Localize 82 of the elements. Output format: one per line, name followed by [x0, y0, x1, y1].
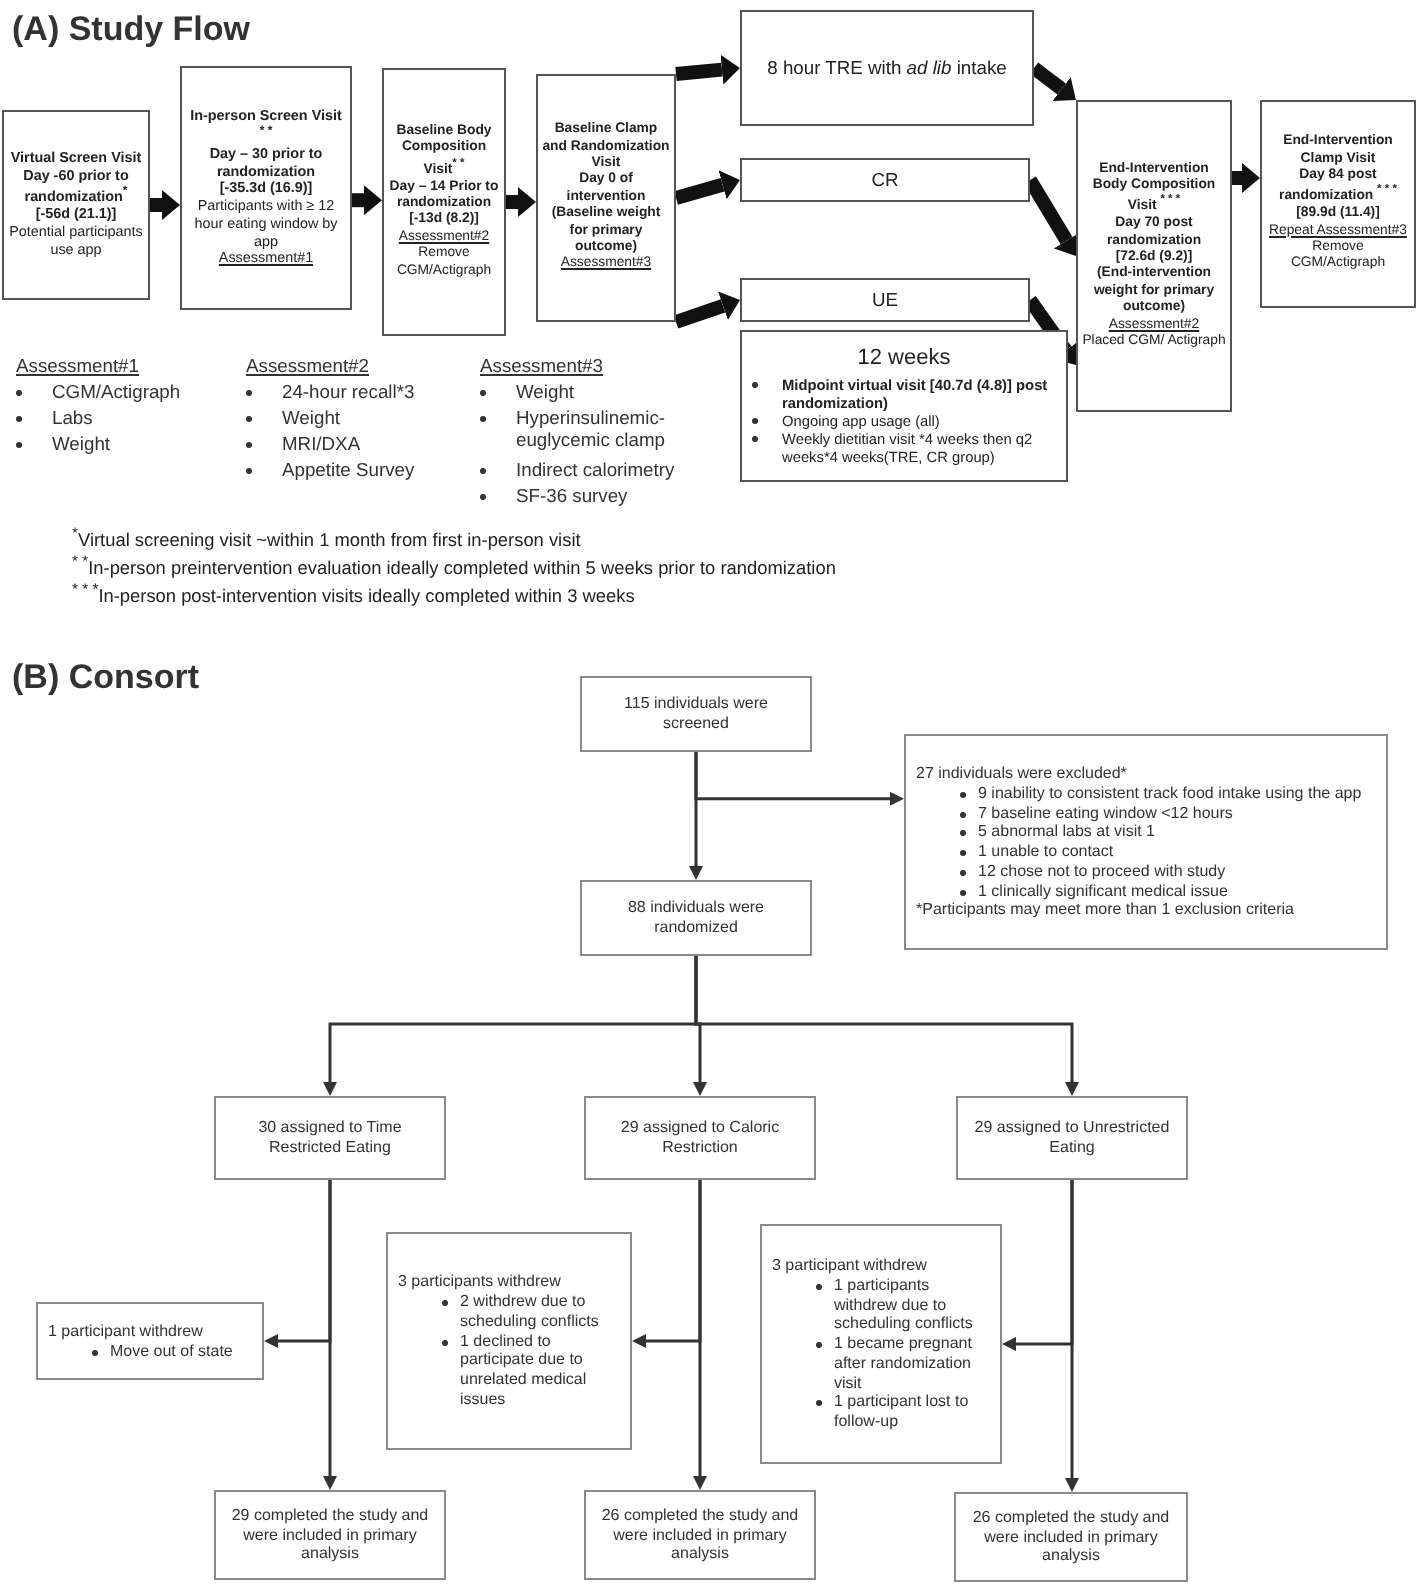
list-item: 1 declined to participate due to unrelated medical issues	[460, 1331, 589, 1410]
block-arrow	[673, 291, 740, 329]
box-text: 3 participants withdrew	[398, 1272, 563, 1293]
list-item: SF-36 survey	[516, 484, 628, 507]
box-text: 29 completed the study and were included in primary analysis	[229, 1505, 431, 1565]
flow-box	[580, 880, 812, 956]
section-heading: (B) Consort	[12, 658, 199, 699]
list-item: 1 participant lost to follow-up	[834, 1392, 971, 1432]
arrow	[694, 752, 904, 806]
list-item: Weight	[52, 432, 111, 455]
box-text: 88 individuals were randomized	[625, 898, 767, 938]
flow-box	[956, 1096, 1188, 1180]
flow-box	[214, 1490, 446, 1580]
stage-box	[740, 158, 1030, 202]
list-item: Weight	[516, 380, 575, 403]
stage-box	[1076, 100, 1232, 412]
box-text: 27 individuals were excluded*	[916, 764, 1129, 784]
box-text: *Participants may meet more than 1 exclusion criteria	[916, 900, 1296, 920]
list-item: 7 baseline eating window <12 hours	[978, 803, 1233, 823]
arrow	[1065, 1180, 1079, 1492]
section-heading: (A) Study Flow	[12, 10, 250, 51]
flow-box	[36, 1302, 264, 1380]
box-text: 1 participant withdrew	[48, 1321, 205, 1341]
list-item: Weight	[282, 406, 341, 429]
flow-box	[386, 1232, 632, 1450]
box-text: 29 assigned to Caloric Restriction	[618, 1118, 782, 1158]
list-item: 1 became pregnant after randomization visit	[834, 1334, 974, 1393]
flow-box	[954, 1492, 1188, 1582]
stage-box	[180, 66, 352, 310]
list-item: 1 unable to contact	[978, 842, 1114, 862]
arrow	[693, 1180, 707, 1490]
list-item: Labs	[52, 406, 93, 429]
box-text: 26 completed the study and were included in primary analysis	[970, 1507, 1172, 1567]
list-heading: Assessment#3	[480, 354, 603, 377]
list-item: Move out of state	[110, 1341, 233, 1361]
box-text: 115 individuals were screened	[622, 694, 770, 734]
list-item: 9 inability to consistent track food intake using the app	[978, 783, 1362, 803]
list-item: 1 clinically significant medical issue	[978, 881, 1228, 901]
list-item: MRI/DXA	[282, 432, 361, 455]
box-text: 8 hour TRE with ad lib intake	[765, 56, 1009, 80]
footnote: $^{* *}$In-person preintervention evaluation ideally completed within 5 weeks prior to randomization	[72, 552, 836, 581]
footnote: $^{* * *}$In-person post-intervention visits ideally completed within 3 weeks	[72, 580, 635, 609]
list-heading: Assessment#2	[246, 354, 369, 377]
block-arrow	[352, 185, 382, 216]
list-item: 24-hour recall*3	[282, 380, 415, 403]
arrow	[694, 956, 1079, 1096]
list-heading: Assessment#1	[16, 354, 139, 377]
flow-box	[214, 1096, 446, 1180]
flow-box	[760, 1224, 1002, 1464]
list-item: Hyperinsulinemic-euglycemic clamp	[516, 406, 668, 452]
box-text: 30 assigned to Time Restricted Eating	[256, 1118, 404, 1158]
list-item: 2 withdrew due to scheduling conflicts	[460, 1292, 601, 1332]
stage-box	[740, 278, 1030, 322]
flow-box	[584, 1490, 816, 1580]
flow-box	[580, 676, 812, 752]
list-item: Indirect calorimetry	[516, 458, 675, 481]
block-arrow	[1232, 163, 1260, 193]
block-arrow	[674, 170, 740, 205]
footnote: $^{*}$Virtual screening visit ~within 1 month from first in-person visit	[72, 524, 581, 553]
list-item: Appetite Survey	[282, 458, 415, 481]
stage-box	[1260, 100, 1416, 308]
list-item: 12 chose not to proceed with study	[978, 861, 1226, 881]
block-arrow	[150, 190, 180, 220]
box-text: 26 completed the study and were included in primary analysis	[599, 1505, 801, 1565]
box-text: 29 assigned to Unrestricted Eating	[972, 1118, 1172, 1158]
block-arrow	[506, 187, 536, 217]
list-item: CGM/Actigraph	[52, 380, 181, 403]
stage-box	[740, 10, 1034, 126]
box-text: UE	[869, 288, 901, 312]
flow-box	[584, 1096, 816, 1180]
stage-box	[536, 74, 676, 322]
box-heading: 12 weeks	[855, 346, 953, 374]
list-item: 1 participants withdrew due to scheduling conflicts	[834, 1275, 975, 1335]
block-arrow	[675, 54, 740, 85]
list-item: 5 abnormal labs at visit 1	[978, 822, 1155, 842]
flow-box	[904, 734, 1388, 950]
stage-box	[382, 68, 506, 336]
box-text: CR	[869, 168, 901, 192]
box-text: 3 participant withdrew	[772, 1256, 929, 1276]
stage-box	[740, 330, 1068, 482]
stage-box	[2, 110, 150, 300]
arrow	[323, 1180, 337, 1490]
